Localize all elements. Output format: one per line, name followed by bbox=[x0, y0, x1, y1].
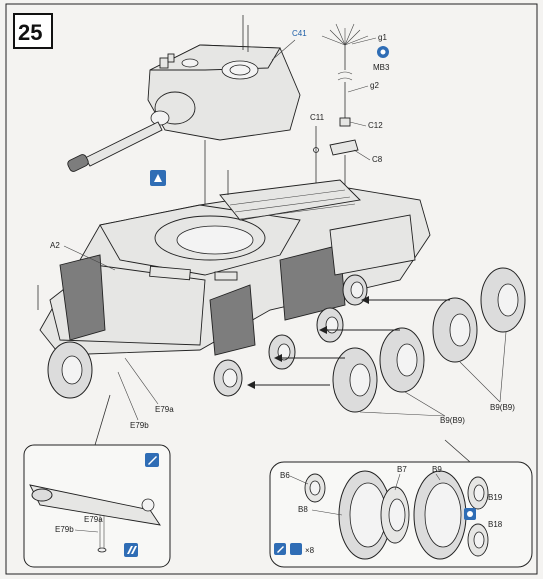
label-mb3: MB3 bbox=[373, 63, 390, 72]
label-c11: C11 bbox=[310, 113, 325, 122]
label-b18: B18 bbox=[488, 520, 503, 529]
label-x8: ×8 bbox=[305, 546, 315, 555]
label-b9-b9-right: B9(B9) bbox=[490, 403, 515, 412]
antenna-mount bbox=[329, 139, 359, 156]
label-e79b: E79b bbox=[130, 421, 149, 430]
detail-pointer bbox=[94, 394, 111, 446]
antenna-base bbox=[339, 117, 351, 127]
wheel-exploded-parts bbox=[304, 470, 489, 560]
antenna-tip bbox=[321, 23, 369, 46]
assembly-icon bbox=[150, 170, 166, 186]
label-c8: C8 bbox=[372, 155, 383, 164]
label-g2: g2 bbox=[370, 81, 379, 90]
paint-brush-icon bbox=[145, 453, 159, 467]
multiply-icon bbox=[290, 543, 302, 555]
mb3-icon bbox=[377, 46, 389, 58]
turret bbox=[147, 15, 301, 141]
wheel-detail-pointer bbox=[444, 439, 471, 463]
label-b7: B7 bbox=[397, 465, 407, 474]
step-number: 25 bbox=[18, 20, 42, 45]
label-c41: C41 bbox=[292, 29, 307, 38]
gun-barrel bbox=[67, 121, 163, 172]
label-b8: B8 bbox=[298, 505, 308, 514]
page-frame bbox=[5, 3, 538, 575]
label-e79a: E79a bbox=[155, 405, 174, 414]
label-b6: B6 bbox=[280, 471, 290, 480]
label-b9: B9 bbox=[432, 465, 442, 474]
label-g1: g1 bbox=[378, 33, 387, 42]
glue-icon bbox=[124, 543, 138, 557]
hull bbox=[37, 170, 431, 356]
loose-wheels bbox=[332, 267, 526, 413]
cut-icon bbox=[274, 543, 286, 555]
label-c12: C12 bbox=[368, 121, 383, 130]
flip-icon bbox=[464, 508, 476, 520]
detail-label-e79b: E79b bbox=[55, 525, 74, 534]
label-a2: A2 bbox=[50, 241, 60, 250]
label-b9-b9-lower: B9(B9) bbox=[440, 416, 465, 425]
detail-label-e79a: E79a bbox=[84, 515, 103, 524]
detail-hull-edge bbox=[29, 484, 161, 553]
step-number-box bbox=[13, 13, 53, 49]
label-b19: B19 bbox=[488, 493, 503, 502]
